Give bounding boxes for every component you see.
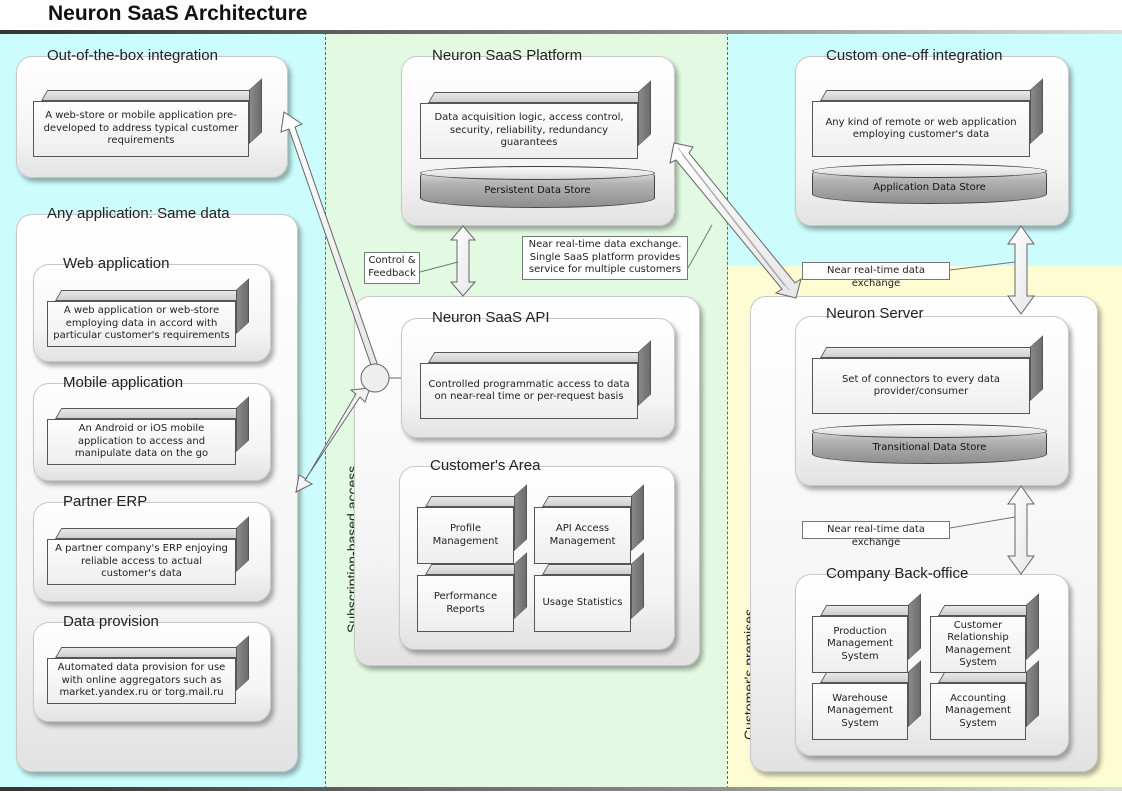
any-application-title: Any application: Same data (47, 205, 230, 222)
back-office-title: Company Back-office (826, 565, 969, 582)
saas-api-title: Neuron SaaS API (432, 309, 550, 326)
data-provision-block: Automated data provision for use with on… (47, 658, 236, 704)
mobile-application-title: Mobile application (63, 374, 184, 391)
server-exchange-callout-bottom: Near real-time data exchange (802, 521, 950, 548)
production-management-block: Production Management System (812, 616, 908, 673)
performance-reports-block: Performance Reports (417, 575, 514, 632)
ootb-integration-title: Out-of-the-box integration (47, 47, 218, 64)
usage-statistics-block: Usage Statistics (534, 575, 631, 632)
title-rule (0, 30, 1122, 34)
warehouse-management-block: Warehouse Management System (812, 683, 908, 740)
ootb-integration-block: A web-store or mobile application pre-de… (33, 101, 249, 157)
saas-platform-block: Data acquisition logic, access control, … (420, 103, 638, 159)
web-application-title: Web application (63, 255, 170, 272)
bottom-rule (0, 787, 1122, 791)
data-provision-title: Data provision (63, 613, 159, 630)
divider-left (325, 32, 326, 789)
persistent-data-store: Persistent Data Store (420, 166, 655, 208)
persistent-data-store-label: Persistent Data Store (484, 184, 591, 196)
page-title: Neuron SaaS Architecture (48, 2, 308, 25)
control-feedback-callout: Control & Feedback (364, 252, 420, 284)
transitional-data-store-label: Transitional Data Store (872, 441, 987, 453)
profile-management-block: Profile Management (417, 507, 514, 564)
custom-integration-title: Custom one-off integration (826, 47, 1003, 64)
neuron-server-title: Neuron Server (826, 305, 924, 322)
api-access-management-block: API Access Management (534, 507, 631, 564)
application-data-store: Application Data Store (812, 164, 1047, 204)
saas-api-block: Controlled programmatic access to data o… (420, 363, 638, 419)
transitional-data-store: Transitional Data Store (812, 424, 1047, 464)
customers-area-title: Customer's Area (430, 457, 541, 474)
crm-system-block: Customer Relationship Management System (930, 616, 1026, 673)
neuron-server-block: Set of connectors to every data provider… (812, 358, 1030, 414)
server-exchange-callout-top: Near real-time data exchange (802, 262, 950, 289)
custom-integration-block: Any kind of remote or web application em… (812, 101, 1030, 157)
partner-erp-title: Partner ERP (63, 493, 148, 510)
accounting-management-block: Accounting Management System (930, 683, 1026, 740)
web-application-block: A web application or web-store employing… (47, 301, 236, 347)
mobile-application-block: An Android or iOS mobile application to … (47, 419, 236, 465)
divider-right (727, 32, 728, 789)
partner-erp-block: A partner company's ERP enjoying reliabl… (47, 539, 236, 585)
platform-exchange-callout: Near real-time data exchange. Single Saa… (522, 236, 688, 280)
saas-platform-title: Neuron SaaS Platform (432, 47, 583, 64)
application-data-store-label: Application Data Store (873, 181, 986, 193)
